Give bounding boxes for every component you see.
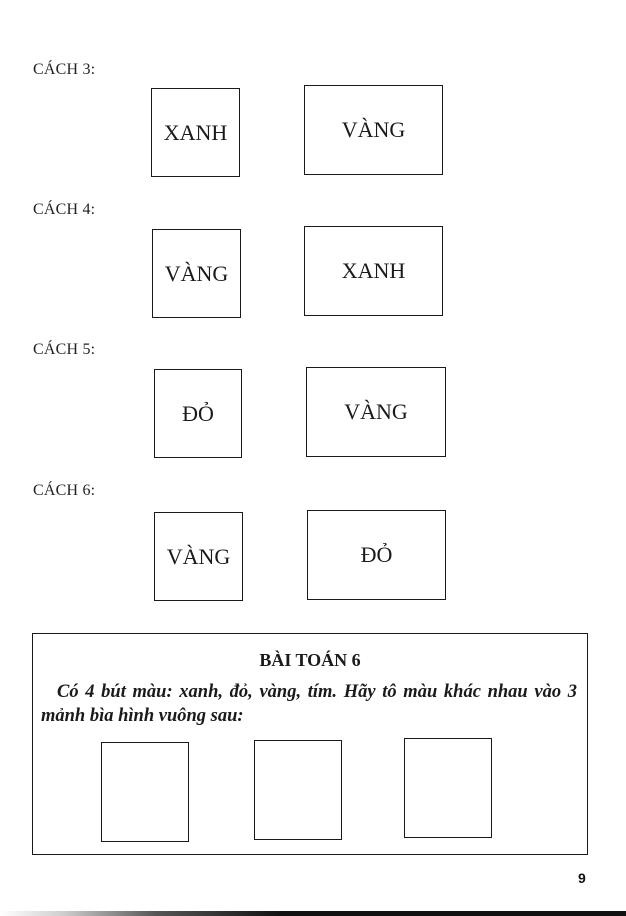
way-5-label: CÁCH 5: <box>33 341 96 358</box>
way-6-right-box: ĐỎ <box>307 510 446 600</box>
way-6-label: CÁCH 6: <box>33 482 96 499</box>
way-6-left-box: VÀNG <box>154 512 243 601</box>
way-4-label: CÁCH 4: <box>33 201 96 218</box>
way-3-left-box: XANH <box>151 88 240 177</box>
way-5-left-box: ĐỎ <box>154 369 242 458</box>
way-3-right-box: VÀNG <box>304 85 443 175</box>
coloring-square-2[interactable] <box>254 740 342 840</box>
way-4-right-box: XANH <box>304 226 443 316</box>
problem-text: Có 4 bút màu: xanh, đỏ, vàng, tím. Hãy t… <box>41 682 577 726</box>
coloring-square-3[interactable] <box>404 738 492 838</box>
page-number: 9 <box>578 870 586 886</box>
coloring-square-1[interactable] <box>101 742 189 842</box>
scan-edge <box>0 911 626 916</box>
way-3-label: CÁCH 3: <box>33 61 96 78</box>
problem-title: BÀI TOÁN 6 <box>259 650 361 670</box>
problem-6-panel: BÀI TOÁN 6 Có 4 bút màu: xanh, đỏ, vàng,… <box>32 633 588 855</box>
way-4-left-box: VÀNG <box>152 229 241 318</box>
way-5-right-box: VÀNG <box>306 367 446 457</box>
